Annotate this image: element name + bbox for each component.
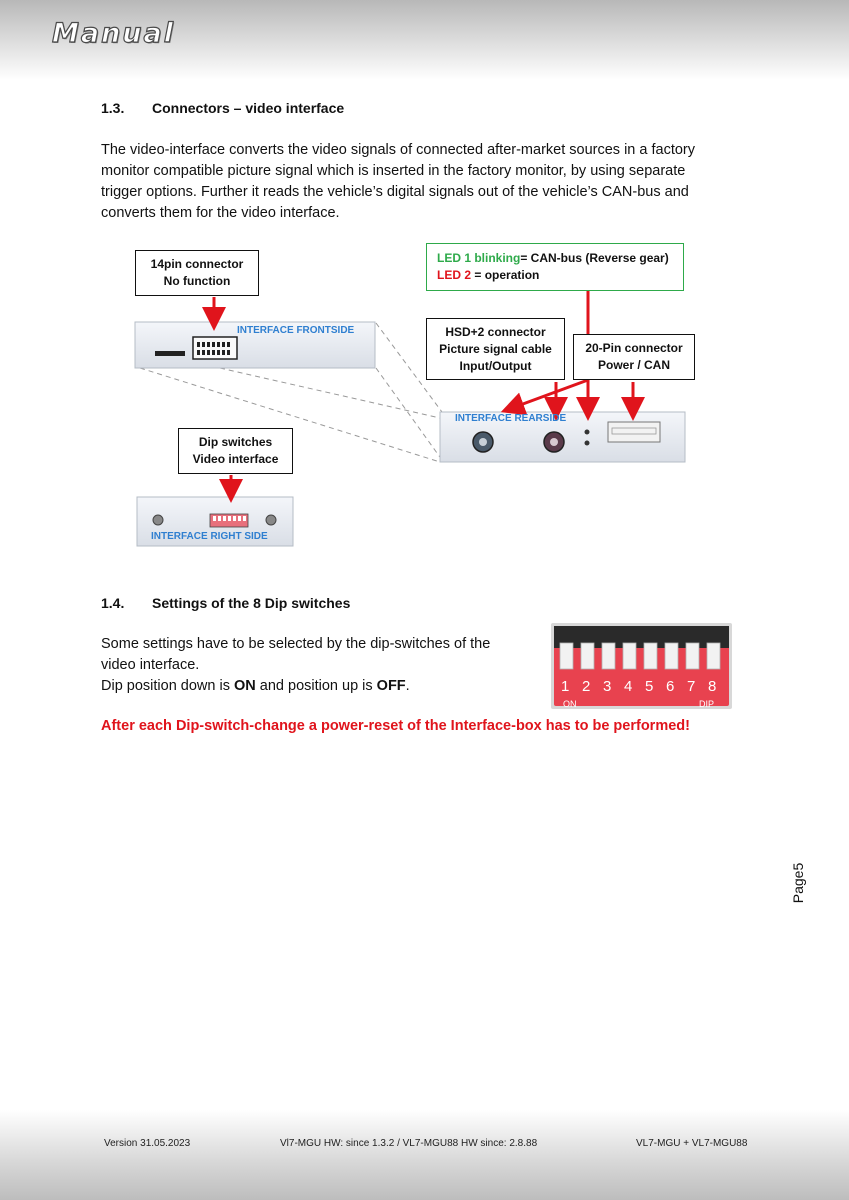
footer-version: Version 31.05.2023 <box>104 1138 191 1149</box>
page-number: Page5 <box>790 862 806 904</box>
interface-rightside-box <box>136 496 294 547</box>
label-interface-frontside: INTERFACE FRONTSIDE <box>237 325 355 336</box>
section-1-4-title: Settings of the 8 Dip switches <box>152 595 351 611</box>
callout-line: Power / CAN <box>597 358 670 372</box>
on-word: ON <box>234 678 256 694</box>
interface-frontside-box <box>134 321 376 369</box>
dip-number: 7 <box>687 678 696 695</box>
para-line: converts them for the video interface. <box>101 205 340 221</box>
dip-switch-graphic <box>554 626 729 706</box>
callout-line: Picture signal cable <box>439 341 552 356</box>
power-reset-warning: After each Dip-switch-change a power-res… <box>101 718 690 734</box>
para-line: Some settings have to be selected by the… <box>101 636 491 652</box>
section-1-3-title: Connectors – video interface <box>152 100 345 116</box>
footer-hardware: Vl7-MGU HW: since 1.3.2 / VL7-MGU88 HW s… <box>280 1138 538 1149</box>
callout-line: 14pin connector <box>150 257 244 271</box>
led2-text: = operation <box>471 268 540 282</box>
text-fragment: . <box>405 678 410 694</box>
dip-number: 3 <box>603 678 612 695</box>
callout-14pin-connector: 14pin connector No function <box>135 250 259 296</box>
label-interface-rearside: INTERFACE REARSIDE <box>455 413 567 424</box>
section-1-4-heading: 1.4. Settings of the 8 Dip switches <box>101 595 350 611</box>
projection-lines <box>139 322 443 463</box>
dip-on-label: ON <box>563 699 577 709</box>
callout-line: Dip switches <box>198 435 273 449</box>
led2-label: LED 2 <box>437 268 472 282</box>
text-fragment: and position up is <box>255 678 377 694</box>
section-1-3-number: 1.3. <box>101 100 125 116</box>
page-footer <box>0 1110 849 1200</box>
callout-led-status: LED 1 blinking= CAN-bus (Reverse gear) L… <box>426 243 684 291</box>
text-fragment: Dip position down is <box>101 678 234 694</box>
callout-20pin-connector: 20-Pin connector Power / CAN <box>573 334 695 380</box>
dip-number: 1 <box>561 678 570 695</box>
para-line: The video-interface converts the video s… <box>101 142 695 158</box>
page-header: Manual <box>0 0 849 80</box>
callout-line: 20-Pin connector <box>585 341 683 355</box>
off-word: OFF <box>376 678 406 694</box>
callout-line: Video interface <box>192 452 279 466</box>
para-line: trigger options. Further it reads the ve… <box>101 184 689 200</box>
callout-line: HSD+2 connector <box>445 324 546 339</box>
dip-number: 2 <box>582 678 591 695</box>
dip-number: 4 <box>624 678 633 695</box>
callout-line: Input/Output <box>459 358 532 373</box>
dip-number-row: 1 2 3 4 5 6 7 8 <box>561 678 731 695</box>
para-line: Dip position down is ON and position up … <box>101 676 490 697</box>
section-1-3-heading: 1.3. Connectors – video interface <box>101 100 344 116</box>
footer-model: VL7-MGU + VL7-MGU88 <box>636 1138 748 1149</box>
para-line: video interface. <box>101 657 200 673</box>
section-1-4-number: 1.4. <box>101 595 125 611</box>
callout-dip-switches: Dip switches Video interface <box>178 428 293 474</box>
callout-line: No function <box>163 274 231 288</box>
manual-logo: Manual <box>51 17 176 49</box>
connector-diagram <box>134 291 686 547</box>
callout-hsd-connector: HSD+2 connector Picture signal cable Inp… <box>426 318 565 380</box>
led1-text: = CAN-bus (Reverse gear) <box>520 251 669 265</box>
led1-label: LED 1 blinking <box>437 251 521 265</box>
section-1-4-paragraph: Some settings have to be selected by the… <box>101 634 490 697</box>
dip-label: DIP <box>699 699 715 709</box>
dip-switch-photo: 1 2 3 4 5 6 7 8 ON DIP <box>551 623 732 709</box>
label-interface-rightside: INTERFACE RIGHT SIDE <box>151 531 268 542</box>
dip-number: 5 <box>645 678 654 695</box>
section-1-3-paragraph: The video-interface converts the video s… <box>101 140 695 224</box>
dip-number: 8 <box>708 678 717 695</box>
dip-number: 6 <box>666 678 675 695</box>
para-line: monitor compatible picture signal which … <box>101 163 686 179</box>
